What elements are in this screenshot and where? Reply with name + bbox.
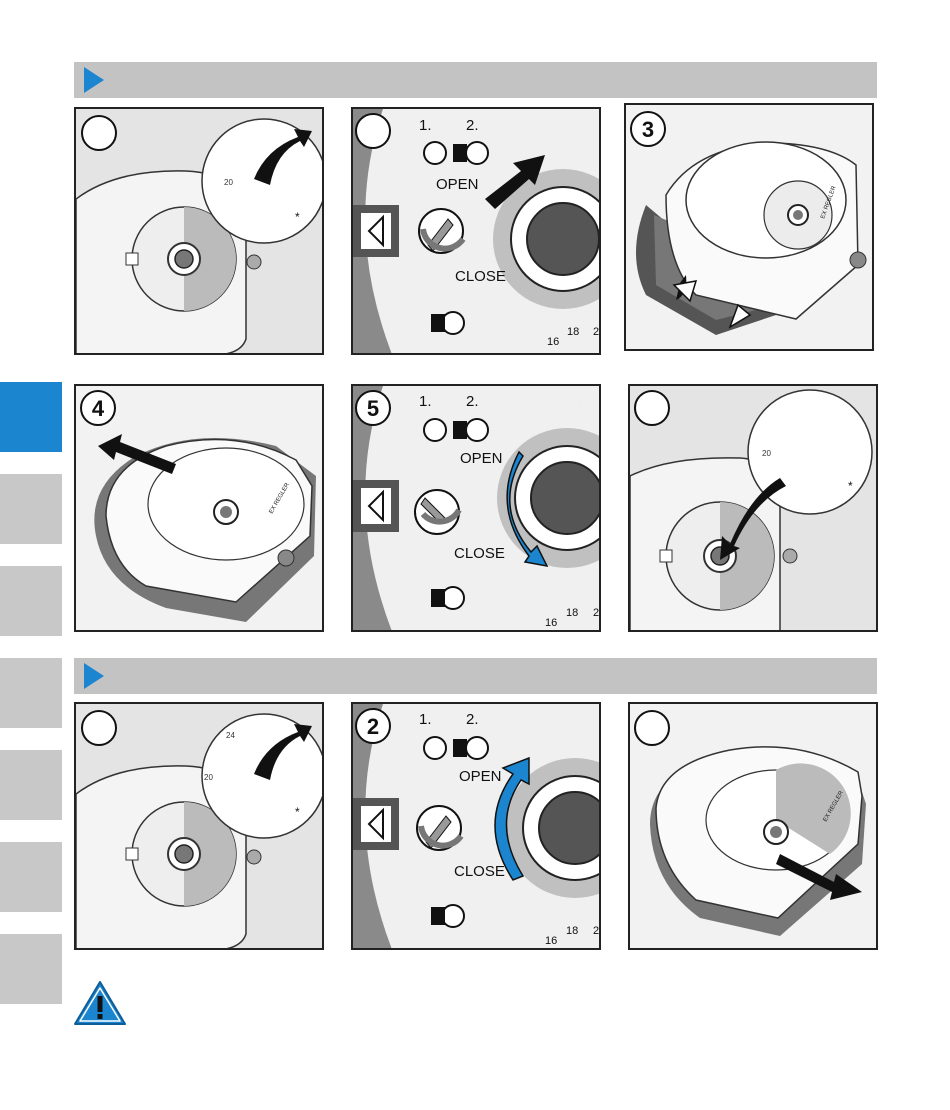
open-label: OPEN <box>460 450 503 467</box>
scale-16: 16 <box>547 336 559 348</box>
side-tab-7[interactable] <box>0 934 62 1004</box>
step-number: 3 <box>642 117 654 142</box>
scale-2: 2 <box>593 607 599 619</box>
side-tab-active[interactable] <box>0 382 62 452</box>
step1-label: 1. <box>419 117 432 134</box>
step-circle-icon <box>82 116 116 150</box>
panel-s1-6: 20 * <box>628 384 878 632</box>
step-number: 4 <box>92 396 105 421</box>
panel-s1-5: 1. 2. OPEN CLOSE 16 18 2 5 <box>351 384 601 632</box>
step1-label: 1. <box>419 393 432 410</box>
scale-2: 2 <box>593 925 599 937</box>
panel-s2-1: 20 24 * <box>74 702 324 950</box>
svg-text:20: 20 <box>224 178 233 187</box>
section-bar-1 <box>74 62 877 98</box>
panel-s1-1: 20 * <box>74 107 324 355</box>
side-tab-3[interactable] <box>0 566 62 636</box>
svg-text:*: * <box>848 479 853 493</box>
step1-label: 1. <box>419 711 432 728</box>
close-label: CLOSE <box>455 268 506 285</box>
svg-text:*: * <box>295 210 300 224</box>
open-label: OPEN <box>436 176 479 193</box>
close-label: CLOSE <box>454 545 505 562</box>
warning-icon <box>73 980 127 1031</box>
scale-16: 16 <box>545 935 557 947</box>
section-arrow-icon <box>84 663 104 689</box>
panel-s2-3: EX REGLER <box>628 702 878 950</box>
scale-16: 16 <box>545 617 557 629</box>
step-number: 5 <box>367 396 379 421</box>
panel-s2-2: 1. 2. OPEN CLOSE 16 18 2 2 <box>351 702 601 950</box>
step-circle-icon <box>356 114 390 148</box>
step-number: 2 <box>367 714 379 739</box>
side-tab-4[interactable] <box>0 658 62 728</box>
panel-s1-3: EX REGLER 3 <box>624 103 874 351</box>
side-tab-2[interactable] <box>0 474 62 544</box>
scale-18: 18 <box>566 925 578 937</box>
dial-24: 24 <box>226 731 235 740</box>
step2-label: 2. <box>466 711 479 728</box>
section-arrow-icon <box>84 67 104 93</box>
open-label: OPEN <box>459 768 502 785</box>
side-tab-5[interactable] <box>0 750 62 820</box>
dial-20: 20 <box>762 449 771 458</box>
side-tab-6[interactable] <box>0 842 62 912</box>
section-bar-2 <box>74 658 877 694</box>
scale-2: 2 <box>593 326 599 338</box>
step2-label: 2. <box>466 393 479 410</box>
scale-18: 18 <box>567 326 579 338</box>
panel-s1-2: 1. 2. OPEN CLOSE 16 18 2 <box>351 107 601 355</box>
step2-label: 2. <box>466 117 479 134</box>
svg-text:*: * <box>295 805 300 819</box>
dial-20: 20 <box>204 773 213 782</box>
scale-18: 18 <box>566 607 578 619</box>
panel-s1-4: EX REGLER 4 <box>74 384 324 632</box>
close-label: CLOSE <box>454 863 505 880</box>
